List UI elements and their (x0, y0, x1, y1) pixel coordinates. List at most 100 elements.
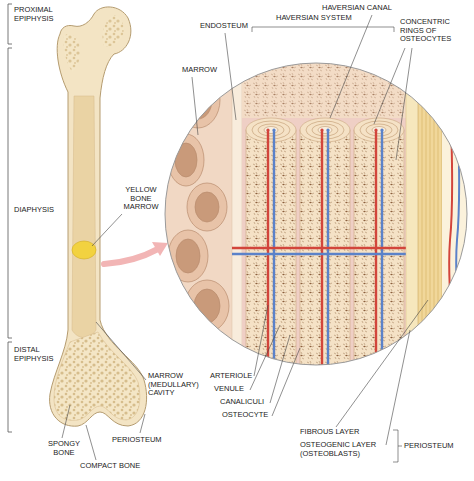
part-label: OSTEOCYTE (222, 411, 268, 420)
bone-tissue (242, 60, 406, 118)
part-label: HAVERSIAN SYSTEM (276, 14, 352, 23)
bone-tissue (232, 60, 242, 370)
region-bracket (8, 4, 12, 432)
haversian-osteons (246, 130, 296, 370)
haversian-osteons (354, 130, 404, 370)
part-label: FIBROUS LAYER (300, 428, 359, 437)
leader-lines (62, 15, 428, 462)
femur-drawing (102, 16, 124, 47)
part-label: DIAPHYSIS (14, 206, 54, 215)
haversian-osteons (264, 127, 386, 134)
bone-tissue (164, 60, 472, 372)
haversian-osteons (246, 118, 404, 370)
periosteal-vessels (449, 60, 460, 370)
femur-drawing (72, 96, 96, 338)
marrow-cells (176, 239, 200, 273)
marrow-cells (168, 134, 204, 186)
leader-lines (272, 348, 300, 416)
part-label: VENULE (214, 385, 244, 394)
leader-lines (86, 425, 96, 460)
haversian-osteons (306, 121, 344, 139)
part-label: SPONGY BONE (44, 440, 84, 457)
part-label: MARROW (182, 66, 217, 75)
blood-vessels (274, 130, 382, 370)
part-label: COMPACT BONE (80, 462, 140, 471)
periosteal-vessels (456, 60, 460, 370)
blood-vessels (266, 128, 269, 131)
blood-vessels (272, 128, 275, 131)
haversian-osteons (312, 124, 338, 136)
part-label: DISTAL EPIPHYSIS (14, 346, 62, 363)
region-bracket (8, 4, 12, 44)
haversian-osteons (246, 118, 404, 142)
haversian-osteons (300, 118, 350, 142)
haversian-osteons (366, 124, 392, 136)
magnified-outline (165, 63, 467, 365)
femur-drawing (72, 241, 96, 259)
haversian-osteons (258, 124, 284, 136)
femur-drawing (50, 7, 147, 426)
leader-lines (393, 430, 402, 462)
leader-lines (374, 48, 405, 124)
marrow-cells (175, 143, 197, 177)
haversian-osteons (372, 127, 386, 134)
leader-lines (396, 48, 412, 160)
magnify-arrow (104, 242, 168, 264)
blood-vessels (380, 128, 383, 131)
haversian-osteons (246, 118, 296, 142)
leader-lines (96, 322, 146, 380)
part-label: MARROW (MEDULLARY) CAVITY (148, 372, 206, 398)
part-label: CANALICULI (220, 398, 264, 407)
part-label: ENDOSTEUM (200, 22, 248, 31)
leader-lines (336, 300, 428, 427)
blood-vessels (268, 130, 376, 370)
part-label: YELLOW BONE MARROW (120, 186, 162, 212)
haversian-osteons (300, 130, 350, 370)
blood-vessels (320, 128, 323, 131)
leader-lines (270, 335, 290, 403)
part-label: HAVERSIAN CANAL (322, 4, 392, 13)
marrow-cells (172, 332, 208, 372)
bone-tissue (406, 60, 418, 370)
marrow-cells (184, 81, 212, 119)
part-label: PROXIMAL EPIPHYSIS (14, 6, 62, 23)
leader-lines (92, 214, 122, 246)
femur-drawing (50, 7, 147, 426)
leader-lines (140, 414, 145, 433)
part-label: OSTEOGENIC LAYER (OSTEOBLASTS) (300, 441, 386, 458)
leader-lines (386, 330, 410, 445)
haversian-osteons (252, 121, 290, 139)
blood-vessels (374, 128, 377, 131)
region-bracket (8, 342, 12, 432)
haversian-osteons (318, 127, 332, 134)
leader-lines (254, 305, 268, 376)
part-label: CONCENTRIC RINGS OF OSTEOCYTES (400, 18, 458, 44)
leader-lines (252, 27, 394, 32)
marrow-cells (187, 183, 227, 231)
marrow-cells (195, 192, 219, 222)
leader-lines (225, 33, 236, 120)
bone-tissue (164, 60, 234, 370)
periosteal-vessels (449, 60, 453, 370)
bone-tissue (442, 60, 472, 370)
part-label: PERIOSTEUM (112, 436, 162, 445)
part-label: ARTERIOLE (210, 372, 252, 381)
region-bracket (8, 48, 12, 338)
magnify-arrow (104, 249, 158, 264)
marrow-cells (168, 230, 208, 282)
marrow-cells (168, 72, 229, 372)
marrow-cells (185, 280, 229, 332)
leader-lines (62, 405, 70, 438)
femur-drawing (54, 332, 140, 420)
part-label: PERIOSTEUM (404, 442, 454, 451)
haversian-osteons (354, 118, 404, 142)
leader-lines (330, 15, 372, 118)
haversian-osteons (360, 121, 398, 139)
blood-vessels (326, 128, 329, 131)
leader-lines (250, 325, 280, 390)
leader-lines (192, 77, 198, 135)
femur-drawing (63, 34, 80, 72)
